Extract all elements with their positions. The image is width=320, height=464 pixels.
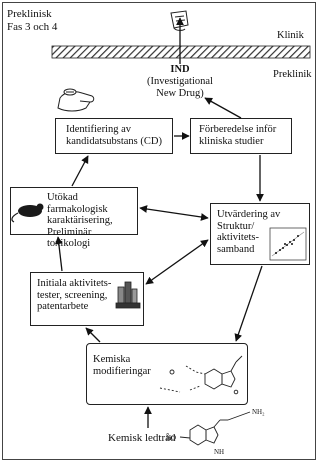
- box-preparation: Förberedelse inför kliniska studier: [190, 118, 292, 154]
- lab-bottles-icon: [115, 281, 141, 309]
- arrow-evaluation-to-chemistry: [234, 265, 263, 342]
- box-identification-label: Identifiering av kandidatsubstans (CD): [66, 124, 162, 147]
- box-pharmacology: Utökad farmakologisk karaktärisering, Pr…: [10, 187, 138, 249]
- molecule-label-ho: HO: [166, 434, 177, 442]
- mouse-icon: [11, 203, 44, 223]
- arrow-evaluation-initial-tests: [145, 239, 209, 285]
- lead-molecule-drawing: [179, 411, 251, 446]
- ind-subtitle: (Investigational New Drug): [147, 76, 213, 99]
- label-preklinik: Preklinik: [273, 69, 312, 80]
- hand-with-pill-icon: [57, 88, 95, 112]
- arrow-chemistry-to-initial-tests: [85, 327, 101, 343]
- clinic-boundary-bar: [51, 45, 311, 59]
- arrow-preparation-to-ind: [204, 97, 242, 119]
- box-initial-tests-label: Initiala aktivitets- tester, screening, …: [37, 278, 112, 312]
- ind-title: IND: [170, 64, 190, 75]
- box-pharmacology-label: Utökad farmakologisk karaktärisering, Pr…: [47, 192, 113, 249]
- corner-label-preklinisk: Preklinisk: [7, 8, 52, 20]
- outer-frame: [2, 2, 316, 460]
- box-preparation-label: Förberedelse inför kliniska studier: [199, 124, 277, 147]
- arrow-evaluation-pharmacology: [139, 205, 209, 221]
- arrow-initial-tests-to-pharmacology: [54, 236, 63, 272]
- box-identification: Identifiering av kandidatsubstans (CD): [55, 118, 173, 154]
- box-chemistry-label: Kemiska modifieringar: [93, 354, 151, 377]
- label-lead-compound: Kemisk ledtråd: [108, 432, 176, 444]
- modified-molecule-drawing: [159, 355, 243, 395]
- molecule-label-nh: NH: [214, 448, 225, 456]
- label-klinik: Klinik: [277, 30, 304, 41]
- scatter-plot-icon: [269, 227, 307, 261]
- corner-label-phase: Fas 3 och 4: [7, 21, 58, 33]
- flow-arrows: [54, 17, 264, 428]
- arrow-pharmacology-to-identification: [71, 155, 89, 187]
- box-evaluation-label: Utvärdering av Struktur/ aktivitets- sam…: [217, 209, 281, 255]
- molecule-label-nh2: NH₂: [252, 408, 265, 416]
- box-chemistry: Kemiska modifieringar: [86, 343, 248, 405]
